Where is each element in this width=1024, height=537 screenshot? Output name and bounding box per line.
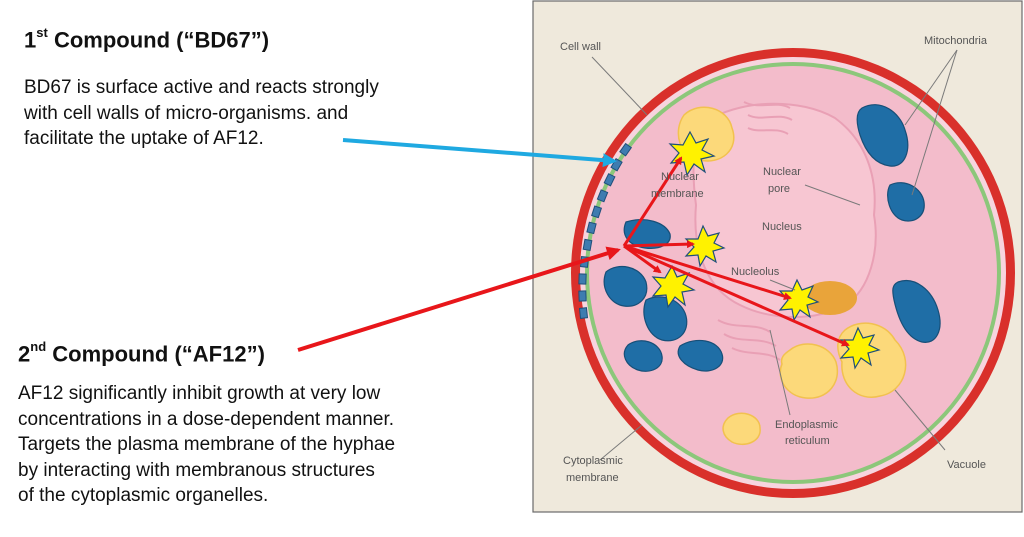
- mitochondrion: [892, 280, 941, 343]
- mitochondrion: [677, 339, 724, 372]
- compound2-number: 2: [18, 341, 31, 367]
- label-nuclear-pore-2: pore: [768, 183, 790, 195]
- compound2-line: by interacting with membranous structure…: [18, 459, 375, 481]
- label-endoplasmic-reticulum-2: reticulum: [785, 435, 830, 447]
- compound2-description: AF12 significantly inhibit growth at ver…: [18, 381, 395, 509]
- label-cytoplasmic-membrane-1: Cytoplasmic: [563, 455, 623, 467]
- label-nuclear-membrane-2: membrane: [651, 188, 704, 200]
- mitochondrion: [603, 265, 648, 307]
- bd67-arrow: [342, 138, 617, 168]
- compound1-ordinal: st: [36, 25, 48, 40]
- af12-arrow: [623, 244, 792, 301]
- mitochondrion: [856, 104, 909, 167]
- starburst: [668, 130, 716, 177]
- label-endoplasmic-reticulum-1: Endoplasmic: [775, 419, 838, 431]
- compound2-line: of the cytoplasmic organelles.: [18, 485, 269, 506]
- starburst: [778, 278, 820, 322]
- af12-arrow: [622, 156, 683, 247]
- mitochondria: [603, 104, 941, 372]
- label-cell-wall: Cell wall: [560, 41, 601, 53]
- starbursts: [651, 130, 881, 370]
- af12-main-arrow: [297, 246, 621, 352]
- vacuole: [779, 343, 839, 399]
- compound1-line: with cell walls of micro-organisms. and: [24, 102, 349, 124]
- compound1-number: 1: [24, 27, 37, 53]
- mitochondrion: [887, 182, 925, 222]
- label-nuclear-pore-1: Nuclear: [763, 166, 801, 178]
- compound1-line: BD67 is surface active and reacts strong…: [24, 77, 379, 98]
- leader-lines: [591, 49, 958, 461]
- label-nuclear-membrane-1: Nuclear: [661, 171, 699, 183]
- vacuole: [722, 412, 761, 446]
- endoplasmic-reticulum: [717, 101, 793, 361]
- label-vacuole: Vacuole: [947, 459, 986, 471]
- compound2-ordinal: nd: [30, 339, 47, 354]
- compound1-description: BD67 is surface active and reacts strong…: [24, 75, 379, 152]
- compound1-heading: 1st Compound (“BD67”): [24, 25, 270, 53]
- compound1-title: Compound (“BD67”): [53, 27, 270, 53]
- starburst: [651, 264, 696, 309]
- mitochondrion: [623, 340, 663, 372]
- label-nucleus: Nucleus: [762, 221, 802, 233]
- label-cytoplasmic-membrane-2: membrane: [566, 472, 619, 484]
- compound2-title: Compound (“AF12”): [52, 341, 265, 367]
- compound2-line: Targets the plasma membrane of the hypha…: [18, 434, 396, 455]
- af12-arrow: [623, 244, 850, 347]
- label-nucleolus: Nucleolus: [731, 266, 780, 278]
- compound2-heading: 2nd Compound (“AF12”): [18, 339, 265, 367]
- af12-arrow: [623, 240, 695, 249]
- compound2-line: concentrations in a dose-dependent manne…: [18, 408, 395, 430]
- cell-wall-patches: [578, 142, 633, 319]
- af12-arrows: [622, 156, 850, 347]
- compound1-line: facilitate the uptake of AF12.: [24, 128, 264, 149]
- compound2-line: AF12 significantly inhibit growth at ver…: [18, 383, 381, 404]
- nucleolus: [803, 281, 857, 315]
- af12-arrow: [623, 244, 662, 274]
- label-mitochondria: Mitochondria: [924, 35, 988, 47]
- vacuoles: [677, 106, 907, 446]
